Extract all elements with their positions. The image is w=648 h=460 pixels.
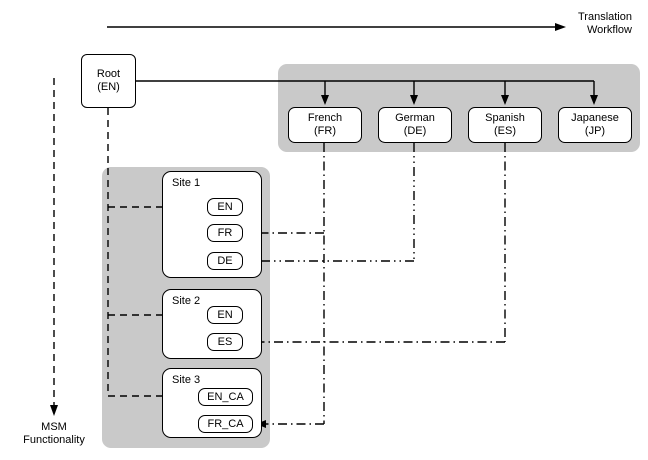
root-node-name: Root	[96, 68, 121, 80]
site2-chip-en: EN	[207, 306, 243, 324]
language-node-japanese: Japanese (JP)	[558, 107, 632, 143]
german-to-site1-connector	[255, 143, 415, 262]
msm-functionality-line2: Functionality	[23, 433, 85, 446]
language-node-spanish: Spanish (ES)	[468, 107, 542, 143]
site2-label: Site 2	[172, 295, 201, 307]
site1-label: Site 1	[172, 177, 201, 189]
translation-arrowhead-icon	[555, 23, 566, 31]
site1-chip-de: DE	[207, 252, 243, 270]
msm-functionality-label: MSM Functionality	[8, 421, 100, 446]
language-name: French	[307, 112, 343, 124]
translation-workflow-line1: Translation	[577, 11, 632, 23]
language-code: (DE)	[403, 125, 427, 137]
translation-workflow-label: Translation Workflow	[578, 11, 632, 36]
site3-chip-fr-ca: FR_CA	[198, 415, 253, 433]
language-code: (ES)	[494, 125, 516, 137]
site1-chip-fr: FR	[207, 224, 243, 242]
translation-workflow-line2: Workflow	[586, 23, 632, 36]
language-code: (FR)	[314, 125, 336, 137]
language-node-german: German (DE)	[378, 107, 452, 143]
language-name: German	[395, 112, 435, 124]
language-name: Japanese	[571, 112, 619, 124]
language-name: Spanish	[485, 112, 525, 124]
language-code: (JP)	[584, 125, 606, 137]
site2-chip-es: ES	[207, 333, 243, 351]
msm-arrowhead-icon	[50, 405, 58, 416]
site3-label: Site 3	[172, 374, 201, 386]
root-node: Root (EN)	[81, 54, 136, 108]
language-node-french: French (FR)	[288, 107, 362, 143]
site1-chip-en: EN	[207, 198, 243, 216]
site3-chip-en-ca: EN_CA	[198, 388, 253, 406]
root-node-code: (EN)	[97, 81, 120, 93]
spanish-to-site2-connector	[255, 143, 506, 343]
msm-functionality-line1: MSM	[41, 421, 67, 433]
